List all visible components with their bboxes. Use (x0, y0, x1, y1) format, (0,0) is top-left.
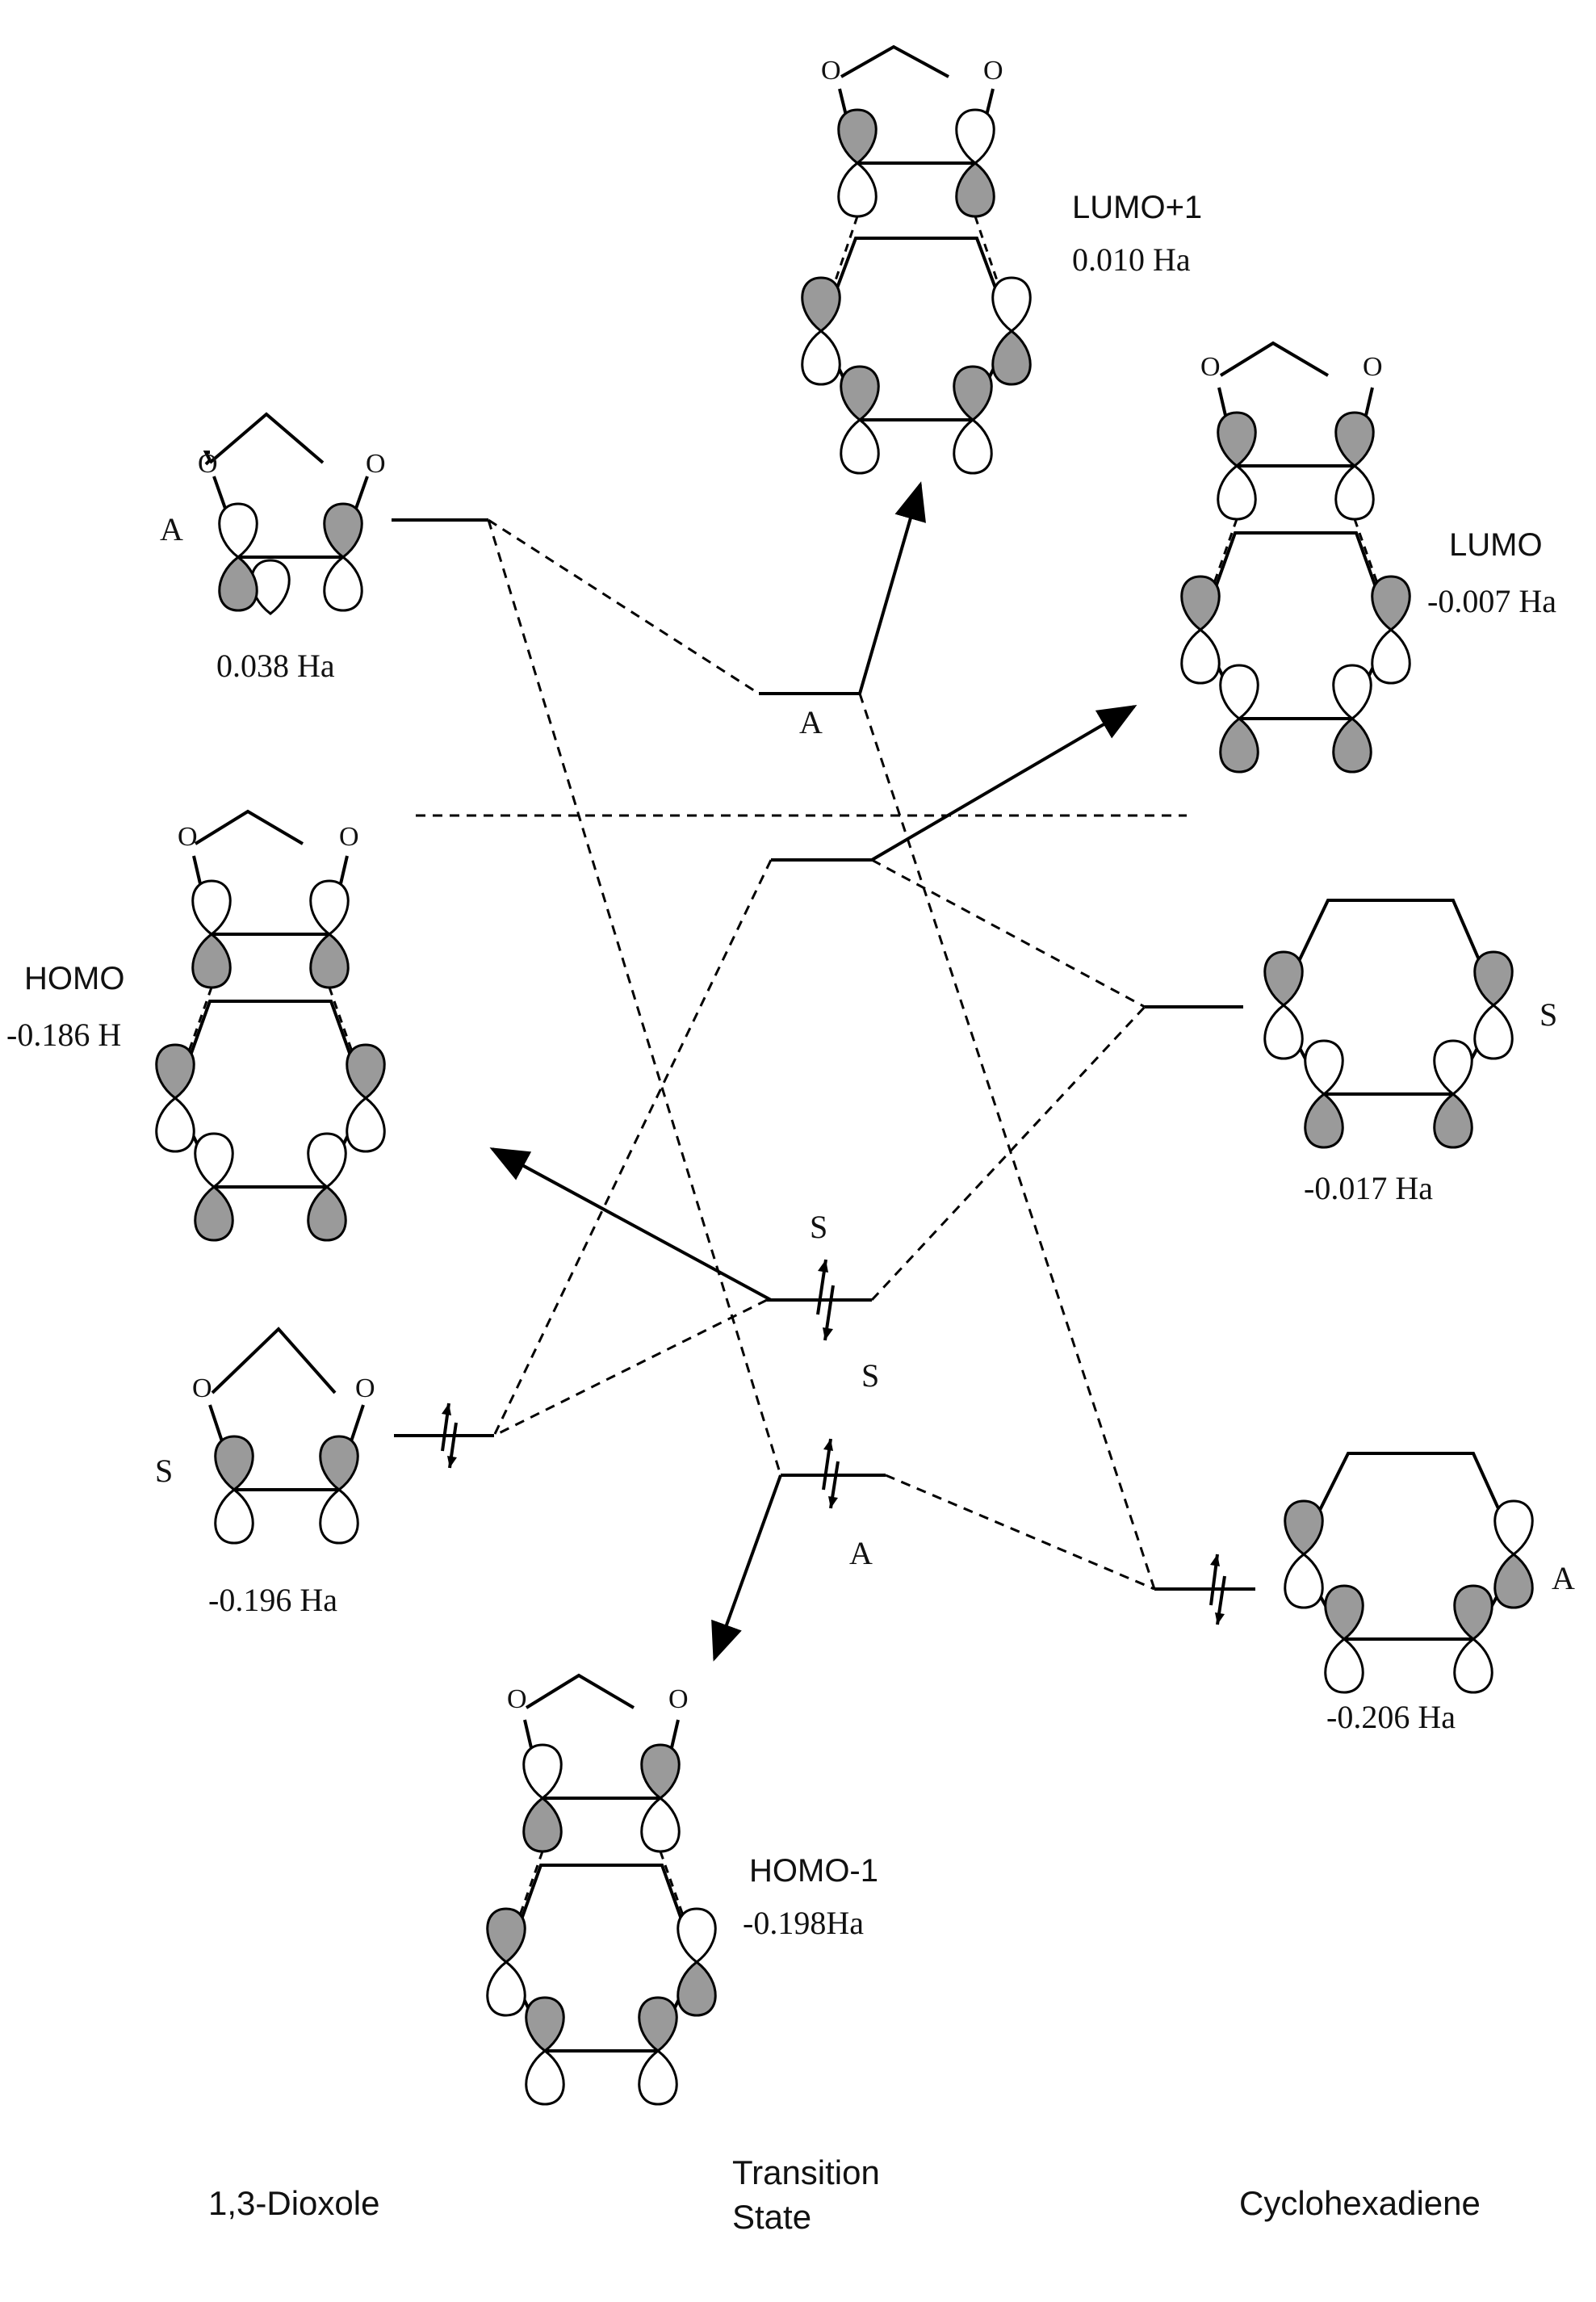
arrow-to-homo (489, 1147, 772, 1302)
ts-orbital-name: HOMO-1 (749, 1853, 878, 1889)
symmetry-label: A (849, 1535, 873, 1571)
electron-pair-diene-a (1209, 1554, 1226, 1625)
column-label-ts-line1: Transition (732, 2153, 880, 2191)
arrow-to-homo-minus-1 (711, 1474, 782, 1662)
energy-label: 0.038 Ha (216, 648, 335, 684)
arrow-to-lumo (870, 704, 1137, 862)
oxygen-label: O (192, 1373, 212, 1403)
ts-orbital-energy: -0.198Ha (743, 1905, 864, 1941)
symmetry-label: S (1539, 996, 1557, 1033)
dioxole-s-orbital (208, 1327, 365, 1545)
symmetry-label: A (799, 704, 823, 740)
symmetry-label: A (160, 511, 183, 547)
symmetry-label: S (810, 1209, 827, 1245)
oxygen-label: O (355, 1373, 375, 1403)
arrow-to-lumo-plus-1 (858, 481, 926, 694)
electron-pair-dioxole-s (441, 1403, 458, 1469)
corr-ts-a-diene-a (858, 693, 1156, 1590)
ts-structure-homo-minus-1 (486, 1673, 717, 2106)
electron-pair-ts-lower-a (822, 1438, 840, 1509)
oxygen-label: O (366, 449, 386, 479)
diene-a-orbital (1284, 1452, 1534, 1694)
column-label-dioxole: 1,3-Dioxole (208, 2184, 379, 2222)
column-label-diene: Cyclohexadiene (1239, 2184, 1481, 2222)
corr-ts-s2-dioxole-s (493, 1298, 768, 1437)
dioxole-a-orbital: O O (198, 412, 386, 615)
corr-dioxole-a-ts-a (488, 518, 760, 695)
oxygen-label: O (339, 822, 359, 852)
ts-orbital-energy: -0.186 H (6, 1017, 121, 1053)
corr-ts-s2-diene-s (870, 1005, 1146, 1302)
ts-orbital-name: HOMO (24, 961, 124, 996)
ts-orbital-name: LUMO (1449, 527, 1543, 563)
energy-label: -0.017 Ha (1304, 1170, 1433, 1206)
oxygen-label: O (1363, 352, 1383, 382)
oxygen-label: O (821, 56, 841, 86)
symmetry-label: S (155, 1453, 173, 1489)
column-label-ts-line2: State (732, 2198, 811, 2236)
oxygen-label: O (983, 56, 1003, 86)
ts-orbital-energy: -0.007 Ha (1427, 583, 1556, 619)
corr-ts-s1-dioxole-s (492, 859, 773, 1436)
corr-dioxole-a-ts-lower (487, 519, 782, 1476)
energy-label: -0.206 Ha (1326, 1699, 1456, 1735)
ts-orbital-energy: 0.010 Ha (1072, 241, 1191, 278)
corr-ts-s1-diene-s (871, 858, 1146, 1008)
symmetry-label: A (1552, 1560, 1575, 1596)
correlation-lines (487, 518, 1156, 1591)
ts-structure-homo (155, 809, 386, 1242)
corr-ts-lower-diene-a (885, 1474, 1155, 1591)
oxygen-label: O (507, 1684, 527, 1714)
oxygen-label: O (668, 1684, 689, 1714)
electron-pair-ts-s2 (816, 1259, 835, 1341)
oxygen-label: O (1200, 352, 1221, 382)
ts-structure-lumo (1180, 341, 1411, 774)
ts-orbital-name: LUMO+1 (1072, 190, 1202, 225)
energy-label: -0.196 Ha (208, 1582, 337, 1618)
energy-levels (392, 518, 1255, 1591)
oxygen-label: O (198, 449, 218, 479)
arrows (489, 481, 1137, 1662)
oxygen-label: O (178, 822, 198, 852)
symmetry-label: S (861, 1357, 879, 1394)
ts-structure-lumo-plus-1 (801, 44, 1032, 475)
diene-s-orbital (1263, 899, 1514, 1149)
